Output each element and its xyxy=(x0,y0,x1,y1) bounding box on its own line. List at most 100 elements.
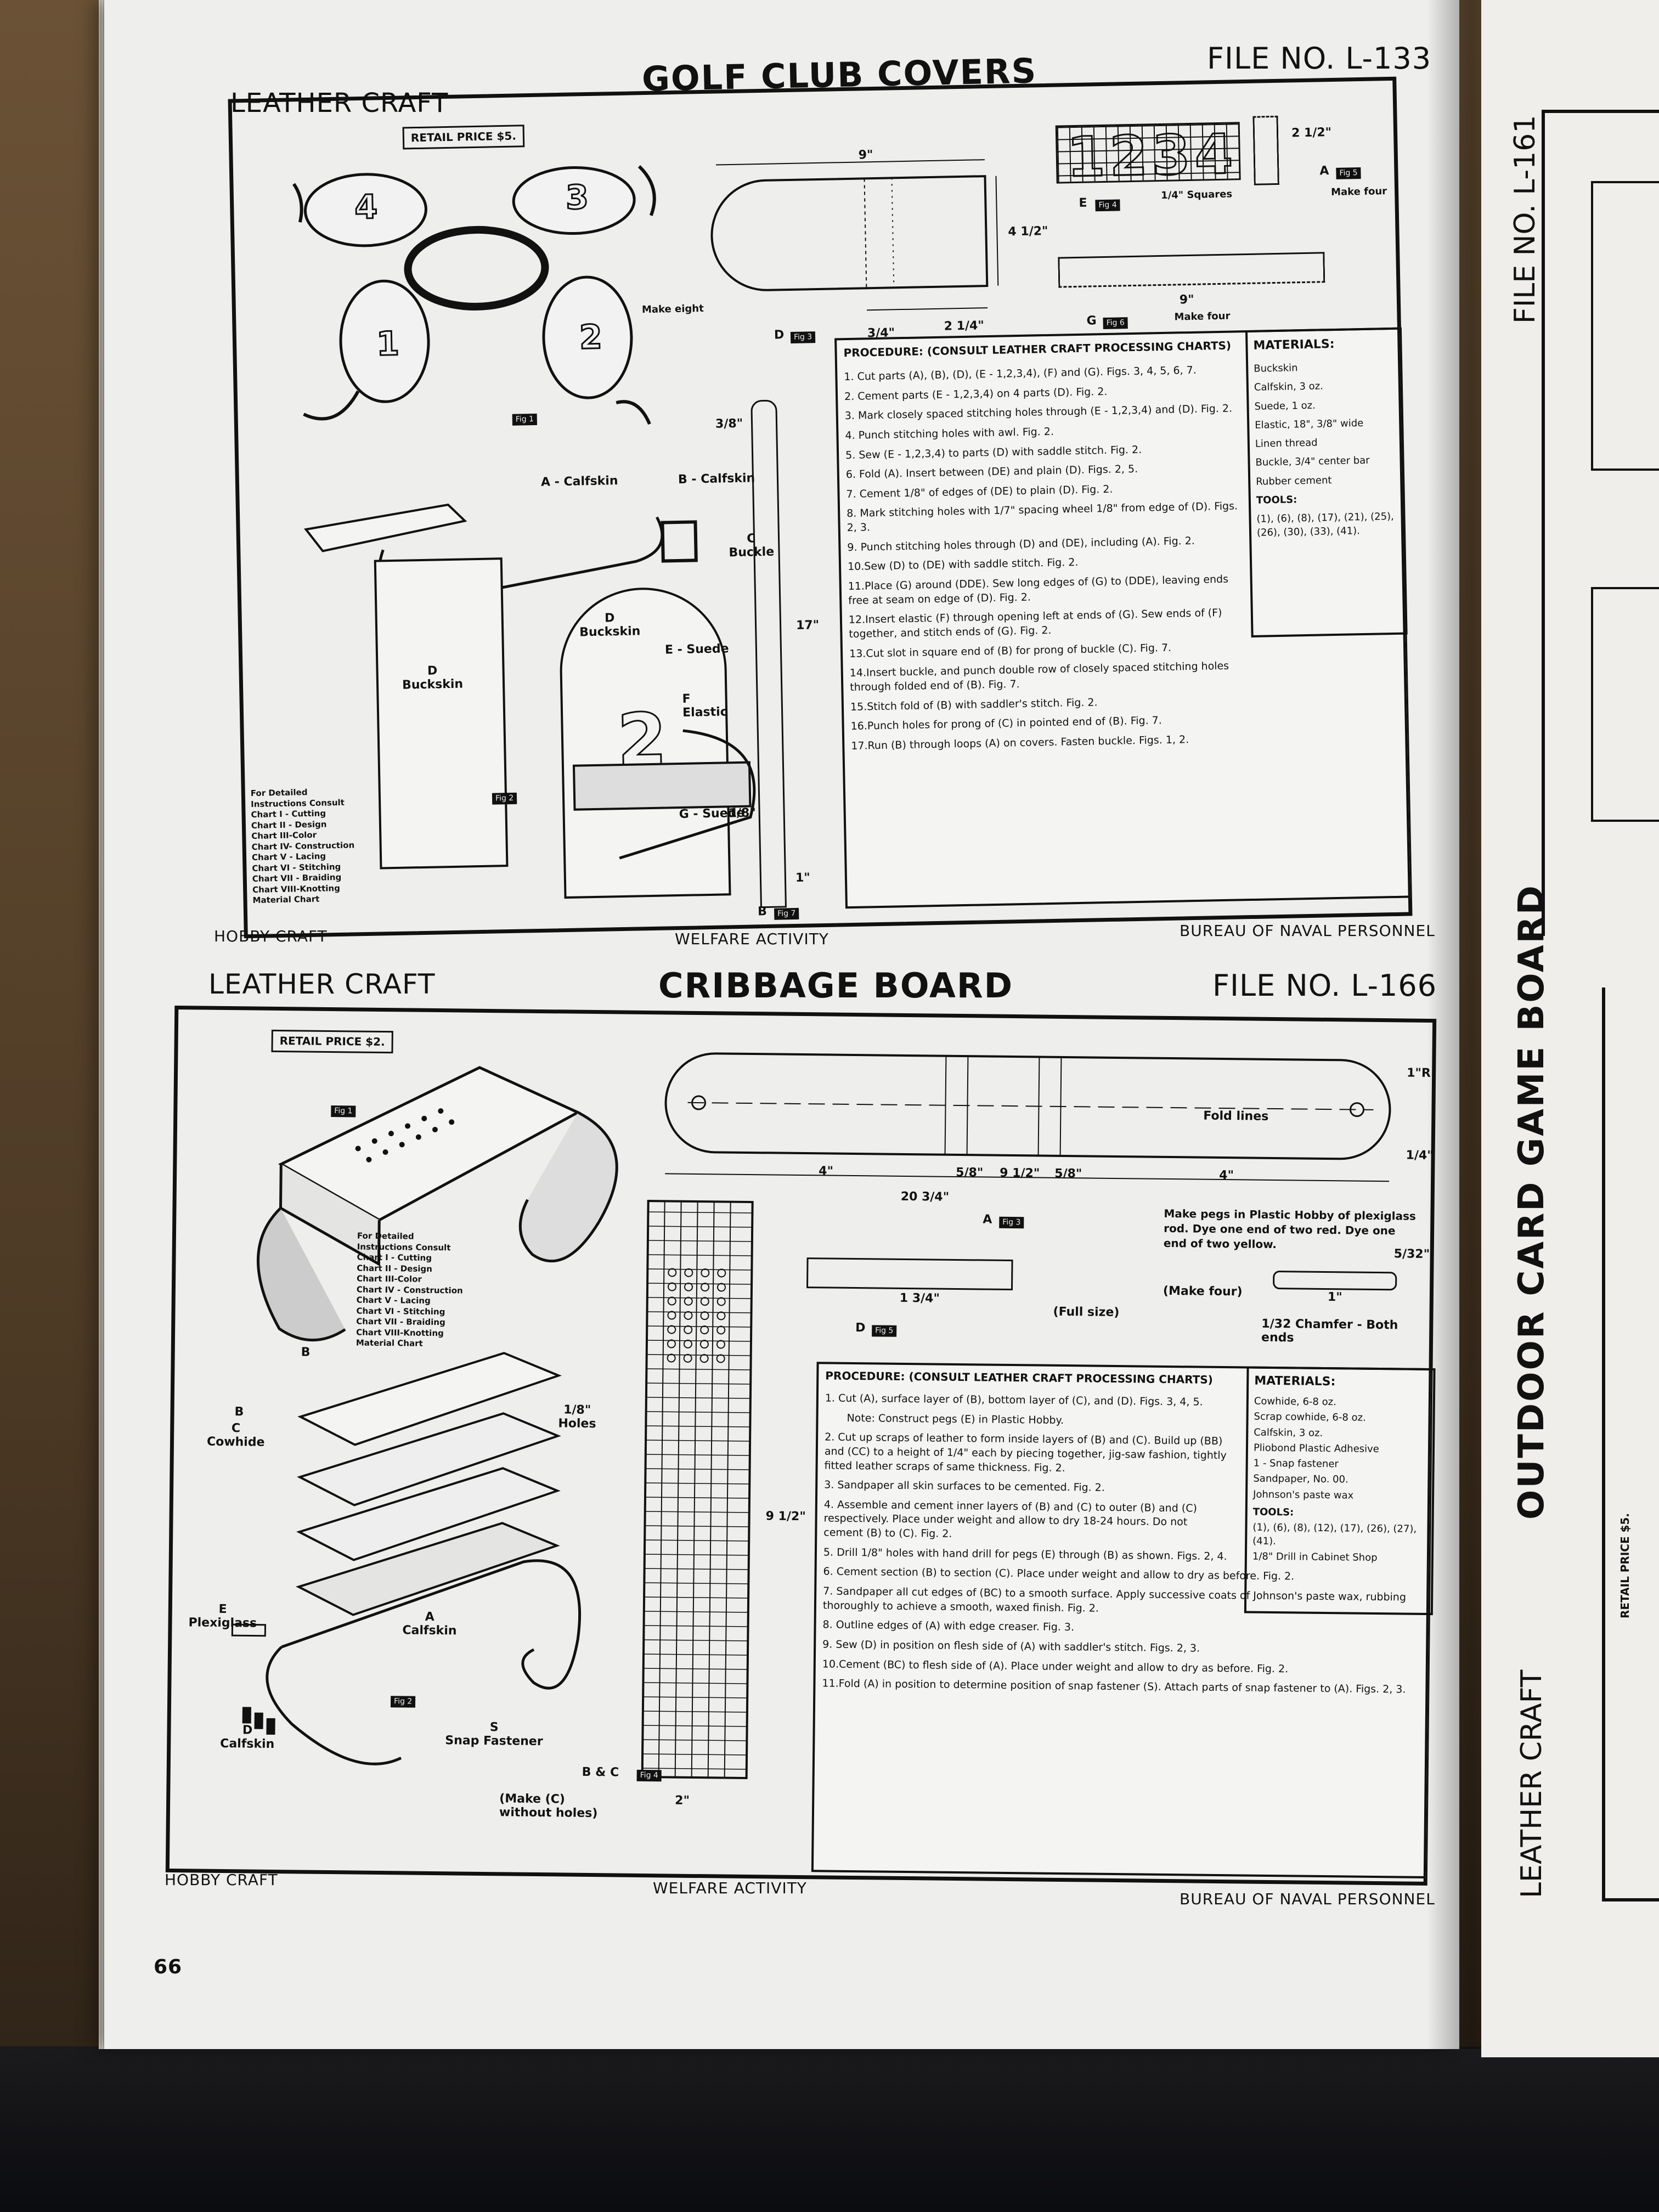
procedure-note: Note: Construct pegs (E) in Plastic Hobb… xyxy=(847,1412,1064,1426)
bottom-dim-1: 1" xyxy=(1327,1290,1342,1305)
peg-hole xyxy=(699,1354,709,1363)
procedure-step: 13.Cut slot in square end of (B) for pro… xyxy=(849,641,1172,660)
bottom-c-cowhide: C Cowhide xyxy=(206,1421,265,1449)
top-footer-center: WELFARE ACTIVITY xyxy=(675,930,829,948)
bottom-dim-4b: 4" xyxy=(1219,1168,1234,1183)
top-numbers: 1234 xyxy=(1065,121,1239,190)
peg-hole xyxy=(700,1311,709,1321)
top-tools: (1), (6), (8), (17), (21), (25), (26), (… xyxy=(1256,511,1394,539)
bottom-a-calfskin: A Calfskin xyxy=(402,1610,457,1638)
material-item: Pliobond Plastic Adhesive xyxy=(1253,1442,1379,1455)
peg-hole xyxy=(667,1339,676,1348)
bottom-d-calfskin: D Calfskin xyxy=(220,1723,275,1751)
peg-hole xyxy=(667,1296,676,1306)
next-file-no: FILE NO. L-161 xyxy=(1509,115,1542,324)
peg-hole xyxy=(716,1311,726,1321)
next-frame-top xyxy=(1542,110,1659,936)
bottom-procedure-box: PROCEDURE: (CONSULT LEATHER CRAFT PROCES… xyxy=(811,1362,1436,1878)
procedure-step: 16.Punch holes for prong of (C) in point… xyxy=(850,714,1162,733)
top-dim-17: 17" xyxy=(795,618,820,633)
part-a-strip xyxy=(1252,115,1279,185)
golf-covers-illustration: 4 3 1 2 xyxy=(292,165,656,425)
procedure-step: 8. Mark stitching holes with 1/7" spacin… xyxy=(847,500,1238,534)
peg-hole xyxy=(668,1282,677,1291)
bottom-dim-2: 2" xyxy=(675,1793,690,1808)
top-dim-9b: 9" xyxy=(1179,292,1194,307)
top-make-eight: Make eight xyxy=(641,303,704,316)
next-frame-bottom xyxy=(1602,988,1659,1901)
next-inner-box-2 xyxy=(1591,587,1659,822)
bottom-pegs-note: Make pegs in Plastic Hobby of plexiglass… xyxy=(1163,1206,1417,1251)
procedure-step: 11.Place (G) around (DDE). Sew long edge… xyxy=(848,573,1229,607)
material-item: Buckskin xyxy=(1254,362,1298,375)
top-squares: 1/4" Squares xyxy=(1160,188,1233,201)
bottom-sheet-frame: RETAIL PRICE $2. Fig 1 For Detailed Inst… xyxy=(165,1006,1437,1886)
catalog-page: LEATHER CRAFT GOLF CLUB COVERS FILE NO. … xyxy=(104,0,1459,2049)
procedure-step: 17.Run (B) through loops (A) on covers. … xyxy=(851,733,1189,752)
bottom-dim-1-75: 1 3/4" xyxy=(899,1291,940,1306)
bottom-fig2-tag: Fig 2 xyxy=(390,1696,416,1708)
top-make-four-g: Make four xyxy=(1174,310,1231,323)
procedure-step: 4. Punch stitching holes with awl. Fig. … xyxy=(845,425,1054,442)
svg-text:1: 1 xyxy=(376,325,399,364)
bottom-s-snap: S Snap Fastener xyxy=(445,1720,543,1749)
svg-text:4: 4 xyxy=(354,188,378,227)
top-fig6-tag: Fig 6 xyxy=(1103,317,1128,329)
bottom-dim-5-8b: 5/8" xyxy=(1054,1166,1082,1181)
top-footer-right: BUREAU OF NAVAL PERSONNEL xyxy=(1180,922,1435,940)
procedure-step: 10.Cement (BC) to flesh side of (A). Pla… xyxy=(822,1658,1289,1675)
bottom-materials-list: Cowhide, 6-8 oz. Scrap cowhide, 6-8 oz. … xyxy=(1252,1395,1430,1571)
top-label-a: A xyxy=(1319,164,1329,178)
bottom-label-d: D xyxy=(855,1321,866,1335)
next-inner-box xyxy=(1591,181,1659,471)
peg-hole-grid xyxy=(641,1200,754,1780)
peg-hole xyxy=(684,1325,693,1334)
top-retail-price: RETAIL PRICE $5. xyxy=(402,125,525,150)
top-d-buckskin-1: D Buckskin xyxy=(579,611,641,640)
top-dim-3-8: 3/8" xyxy=(715,416,743,431)
bottom-dim-9-5: 9 1/2" xyxy=(1000,1166,1040,1181)
bottom-tools: (1), (6), (8), (12), (17), (26), (27), (… xyxy=(1252,1522,1417,1547)
material-item: Sandpaper, No. 00. xyxy=(1253,1473,1348,1486)
procedure-step: 14.Insert buckle, and punch double row o… xyxy=(849,660,1229,693)
top-label-g: G xyxy=(1086,314,1097,328)
svg-text:2: 2 xyxy=(579,318,602,357)
procedure-step: 10.Sew (D) to (DE) with saddle stitch. F… xyxy=(847,556,1079,573)
bottom-footer-center: WELFARE ACTIVITY xyxy=(653,1879,807,1897)
bottom-dim-20-75: 20 3/4" xyxy=(900,1189,950,1204)
svg-text:2: 2 xyxy=(617,697,668,782)
peg-hole xyxy=(667,1353,676,1363)
peg-hole xyxy=(716,1340,725,1349)
top-fig3-tag: Fig 3 xyxy=(790,331,816,343)
bottom-drill-note: 1/8" Drill in Cabinet Shop xyxy=(1252,1550,1378,1564)
bottom-make-four: (Make four) xyxy=(1163,1284,1243,1299)
procedure-step: 3. Mark closely spaced stitching holes t… xyxy=(844,402,1233,422)
material-item: Johnson's paste wax xyxy=(1253,1488,1354,1502)
top-label-b: B xyxy=(757,905,768,919)
bottom-title: CRIBBAGE BOARD xyxy=(658,966,1014,1006)
procedure-step: 7. Cement 1/8" of edges of (DE) to plain… xyxy=(846,483,1113,500)
bottom-fold-lines: Fold lines xyxy=(1203,1109,1269,1124)
svg-text:3: 3 xyxy=(565,178,589,217)
peg-hole xyxy=(667,1325,676,1334)
top-label-d: D xyxy=(774,328,785,342)
bottom-dim-5-8a: 5/8" xyxy=(956,1165,984,1180)
part-b-strap xyxy=(751,399,787,909)
procedure-step: 1. Cut (A), surface layer of (B), bottom… xyxy=(825,1392,1203,1408)
bottom-file-no: FILE NO. L-166 xyxy=(1212,968,1437,1003)
top-fig2-tag: Fig 2 xyxy=(492,792,517,805)
top-b-calfskin: B - Calfskin xyxy=(678,471,755,487)
peg-hole xyxy=(684,1296,693,1306)
bottom-procedure-heading: PROCEDURE: (CONSULT LEATHER CRAFT PROCES… xyxy=(825,1369,1213,1386)
bottom-header-left: LEATHER CRAFT xyxy=(208,968,436,1000)
bottom-e-plexiglass: E Plexiglass xyxy=(188,1602,257,1630)
peg-hole xyxy=(683,1339,692,1348)
bottom-footer-left: HOBBY CRAFT xyxy=(165,1871,278,1889)
peg-hole xyxy=(717,1268,726,1278)
top-tools-heading: TOOLS: xyxy=(1256,494,1297,506)
procedure-step: 6. Fold (A). Insert between (DE) and pla… xyxy=(845,463,1138,481)
bottom-footer-right: BUREAU OF NAVAL PERSONNEL xyxy=(1180,1890,1435,1908)
procedure-step: 12.Insert elastic (F) through opening le… xyxy=(848,607,1222,641)
part-d-strip xyxy=(806,1257,1013,1291)
next-title: OUTDOOR CARD GAME BOARD xyxy=(1511,884,1552,1520)
